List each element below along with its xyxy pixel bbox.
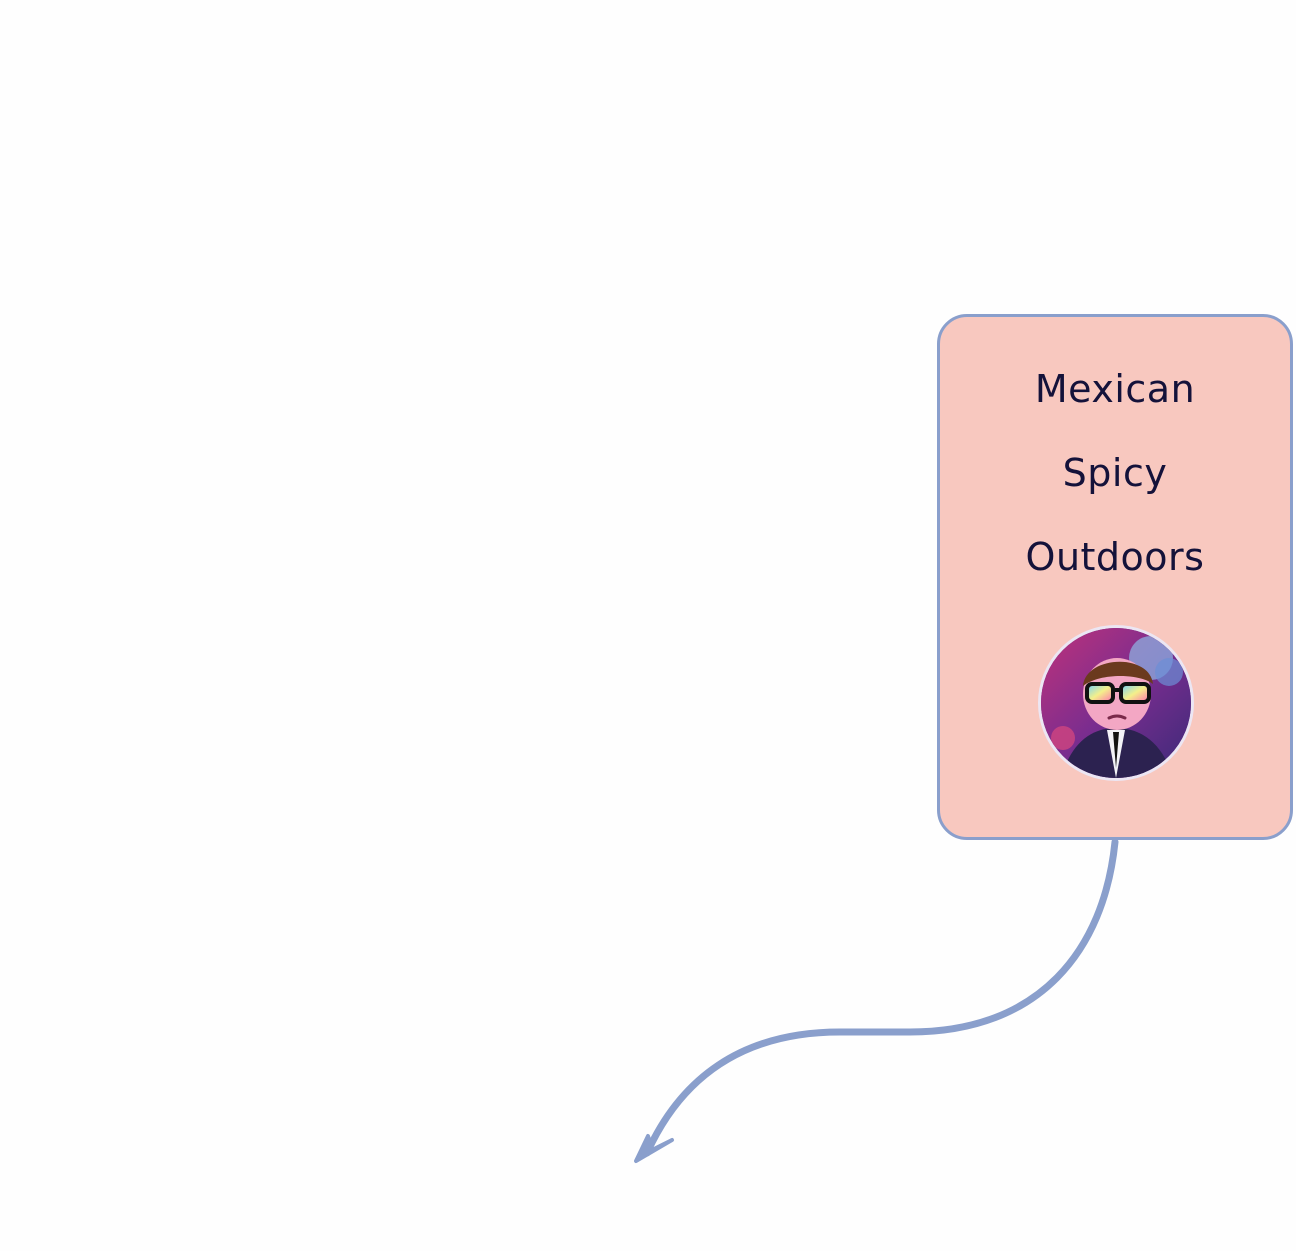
tag-mexican: Mexican [1034, 367, 1196, 411]
tag-spicy: Spicy [1062, 451, 1168, 495]
tag-outdoors: Outdoors [1025, 535, 1205, 579]
avatar-portrait-icon [1041, 628, 1191, 778]
connector-curve [643, 838, 1119, 1157]
arrowhead-icon [634, 1134, 674, 1163]
avatar[interactable] [1038, 625, 1194, 781]
profile-card[interactable]: Mexican Spicy Outdoors [937, 314, 1293, 840]
